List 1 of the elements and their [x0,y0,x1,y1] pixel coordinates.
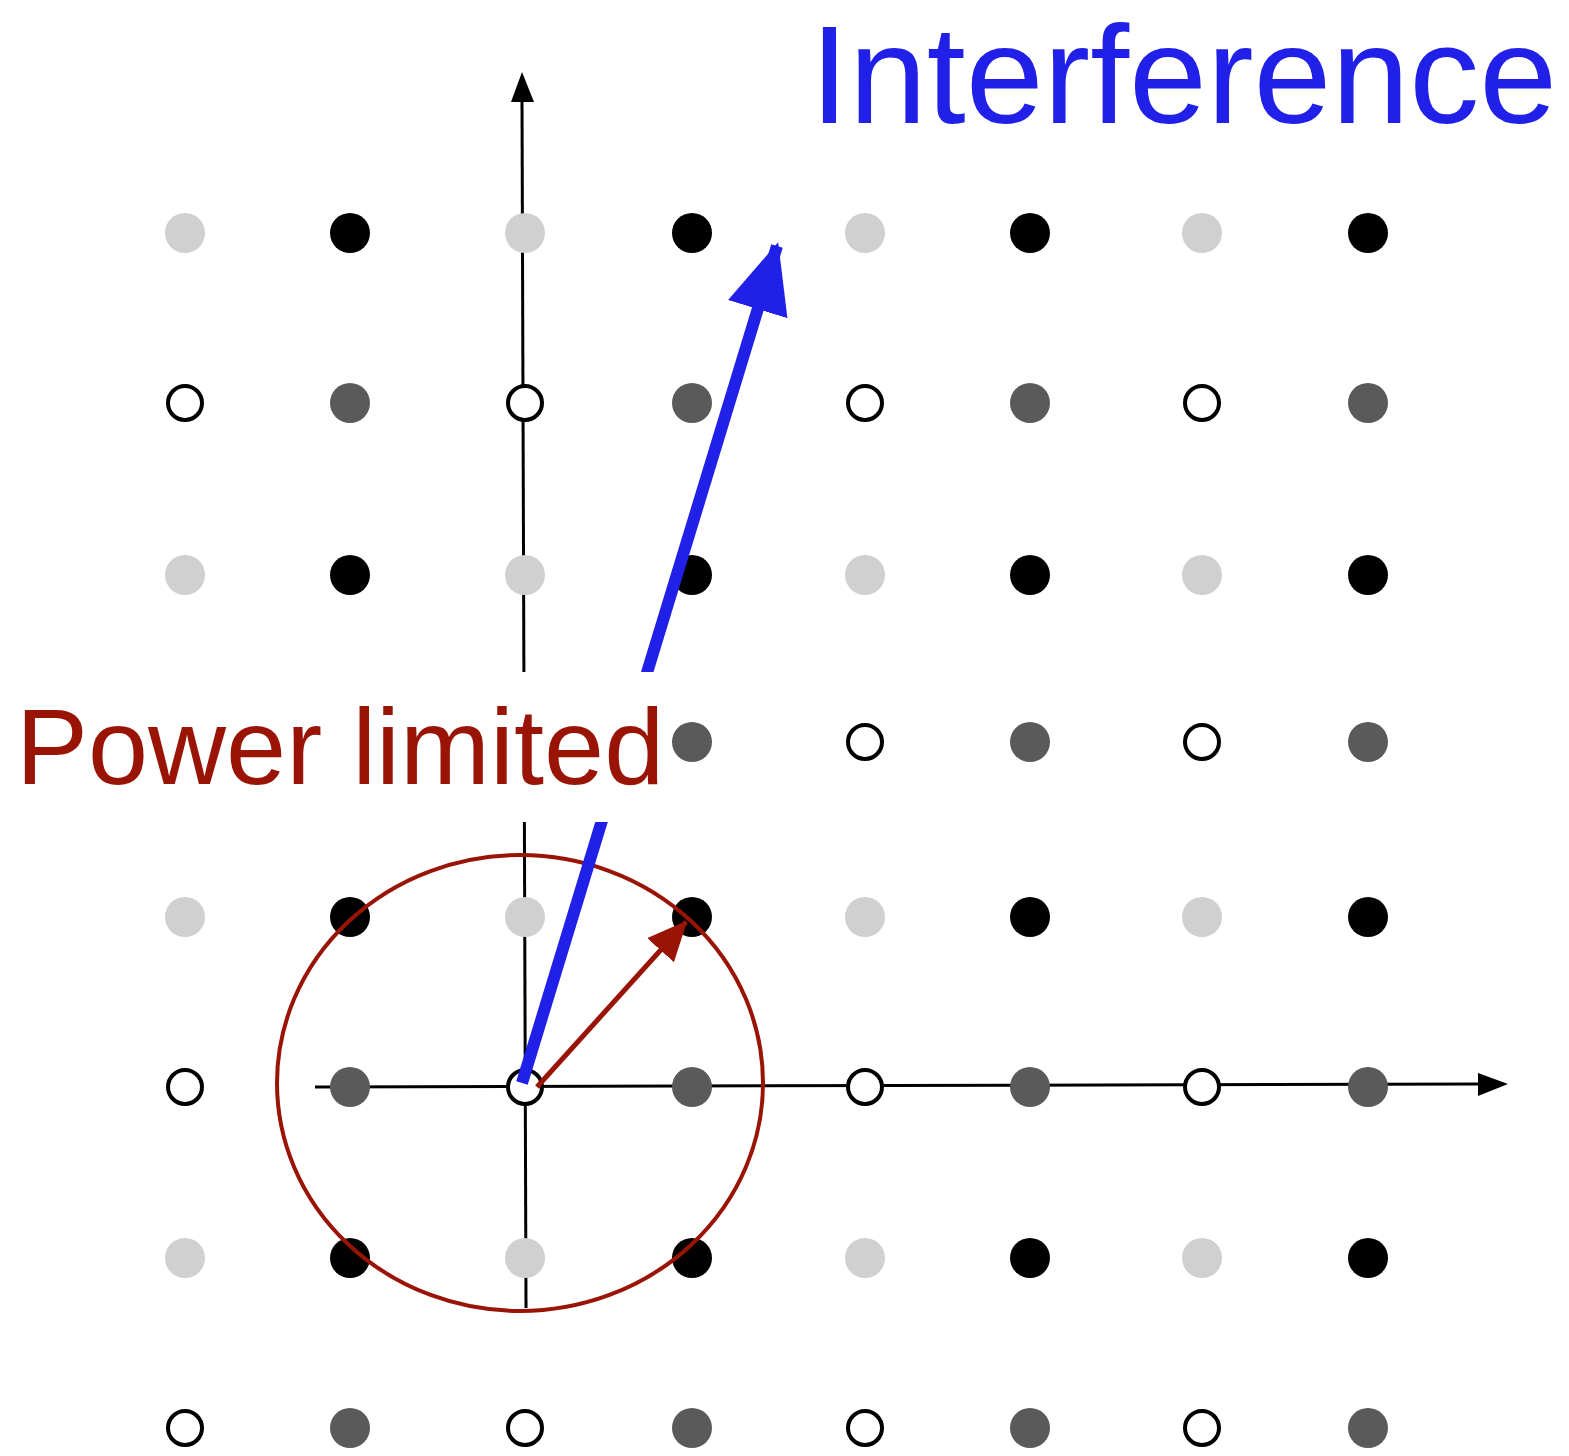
annotation-label: Interference [809,0,1559,150]
